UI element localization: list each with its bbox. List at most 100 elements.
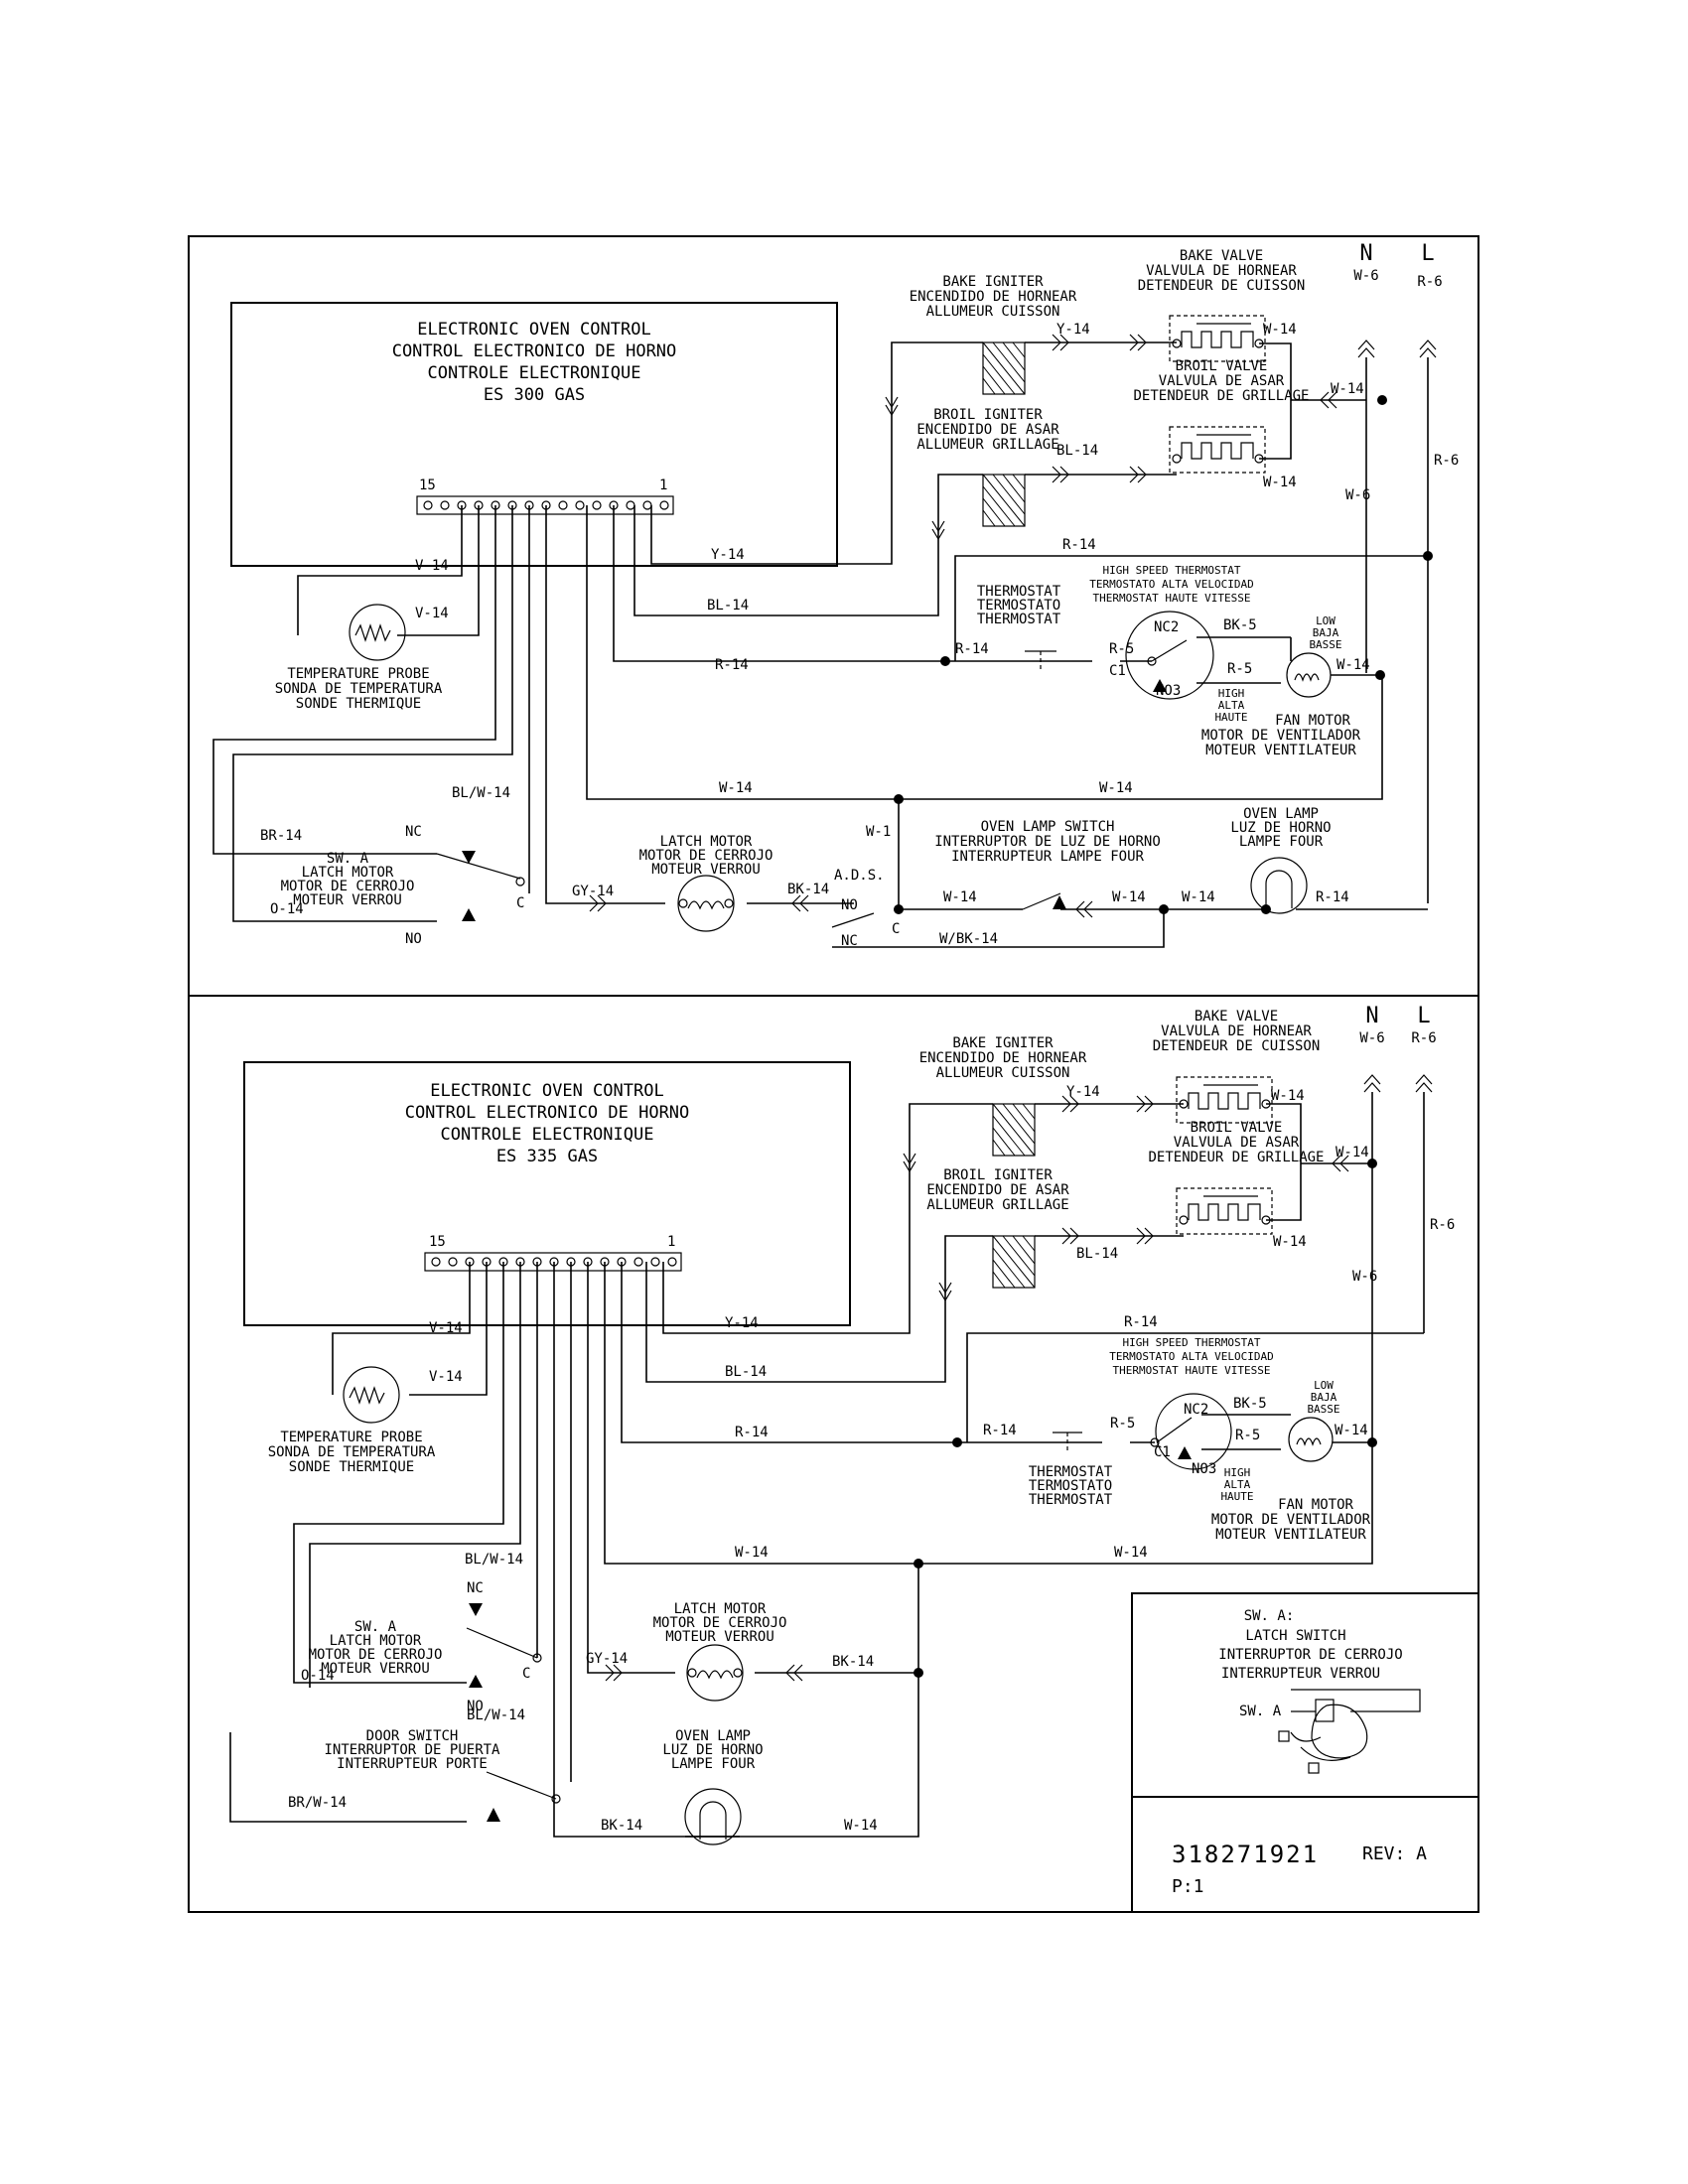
top-oven-lamp-label: OVEN LAMP [1243,806,1319,822]
svg-text:BAJA: BAJA [1311,1391,1337,1404]
svg-text:GY-14: GY-14 [572,884,614,899]
svg-text:W-6: W-6 [1345,487,1370,503]
svg-text:MOTEUR VENTILATEUR: MOTEUR VENTILATEUR [1215,1527,1366,1543]
svg-text:W-14: W-14 [1336,657,1370,673]
svg-text:ENCENDIDO DE HORNEAR: ENCENDIDO DE HORNEAR [919,1050,1087,1066]
top-control-title: ELECTRONIC OVEN CONTROL [417,320,650,340]
top-control-title-es: CONTROL ELECTRONICO DE HORNO [392,341,677,361]
svg-text:HAUTE: HAUTE [1220,1490,1253,1503]
latch-switch-drawing [1278,1689,1421,1774]
svg-text:BASSE: BASSE [1309,638,1341,651]
svg-text:NC2: NC2 [1154,619,1179,635]
part-number: 318271921 [1172,1841,1319,1868]
svg-text:R-14: R-14 [735,1425,769,1440]
bottom-power-connectors [1363,1074,1433,1093]
svg-text:BL/W-14: BL/W-14 [467,1707,525,1723]
svg-text:R-14: R-14 [983,1423,1017,1438]
svg-text:W-14: W-14 [1273,1234,1307,1250]
svg-text:V-14: V-14 [415,606,449,621]
bottom-hs-thermostat-label: HIGH SPEED THERMOSTAT [1122,1336,1260,1349]
svg-text:HAUTE: HAUTE [1214,711,1247,724]
svg-text:TERMOSTATO: TERMOSTATO [1029,1478,1112,1494]
svg-text:NC2: NC2 [1184,1402,1208,1418]
svg-text:Y-14: Y-14 [725,1315,759,1331]
svg-text:BK-14: BK-14 [601,1818,642,1834]
svg-text:BK-14: BK-14 [832,1654,874,1670]
svg-text:HIGH: HIGH [1218,687,1245,700]
svg-text:BK-14: BK-14 [787,882,829,897]
svg-text:VALVULA DE HORNEAR: VALVULA DE HORNEAR [1146,263,1297,279]
latch-switch-inset: SW. A: LATCH SWITCH INTERRUPTOR DE CERRO… [1131,1592,1479,1798]
svg-text:SONDA DE TEMPERATURA: SONDA DE TEMPERATURA [268,1444,436,1460]
svg-text:V-14: V-14 [429,1369,463,1385]
svg-text:ALLUMEUR CUISSON: ALLUMEUR CUISSON [926,304,1060,320]
revision: REV: A [1362,1843,1427,1864]
svg-text:MOTOR DE VENTILADOR: MOTOR DE VENTILADOR [1201,728,1361,744]
top-control-box [230,302,838,567]
svg-text:1: 1 [667,1234,675,1250]
svg-text:R-5: R-5 [1227,661,1252,677]
svg-text:ALTA: ALTA [1224,1478,1251,1491]
top-terminal-strip [416,495,674,515]
svg-text:W-14: W-14 [1336,1145,1369,1160]
inset-title: SW. A: [1244,1608,1295,1624]
svg-text:MOTOR DE CERROJO: MOTOR DE CERROJO [653,1615,787,1631]
svg-text:BL-14: BL-14 [1056,443,1098,459]
top-w6-label: W-6 [1353,268,1378,284]
bottom-bake-valve [1176,1076,1273,1124]
svg-text:W-14: W-14 [1271,1088,1305,1104]
svg-text:MOTEUR VERROU: MOTEUR VERROU [665,1629,774,1645]
svg-text:W-14: W-14 [719,780,753,796]
svg-text:THERMOSTAT HAUTE VITESSE: THERMOSTAT HAUTE VITESSE [1113,1364,1271,1377]
top-fan-motor-label: FAN MOTOR [1275,713,1350,729]
svg-text:R-14: R-14 [1124,1314,1158,1330]
svg-text:ENCENDIDO DE HORNEAR: ENCENDIDO DE HORNEAR [910,289,1077,305]
bottom-neutral-label: N [1365,1004,1378,1028]
top-power-connectors [1357,340,1437,358]
svg-text:NO3: NO3 [1192,1461,1216,1477]
svg-text:SONDA DE TEMPERATURA: SONDA DE TEMPERATURA [275,681,443,697]
svg-text:W-14: W-14 [1263,322,1297,338]
svg-text:O-14: O-14 [270,901,304,917]
svg-text:TERMOSTATO ALTA VELOCIDAD: TERMOSTATO ALTA VELOCIDAD [1109,1350,1274,1363]
bottom-fan-motor [1288,1417,1334,1462]
svg-text:W-6: W-6 [1352,1269,1377,1285]
top-temp-probe-label: TEMPERATURE PROBE [287,666,429,682]
page-number: P:1 [1172,1876,1204,1897]
svg-text:MOTOR DE VENTILADOR: MOTOR DE VENTILADOR [1211,1512,1371,1528]
svg-text:VALVULA DE ASAR: VALVULA DE ASAR [1159,373,1285,389]
top-broil-valve [1169,426,1266,474]
svg-text:INTERRUPTEUR PORTE: INTERRUPTEUR PORTE [337,1756,488,1772]
svg-text:C: C [522,1666,530,1682]
svg-text:W-14: W-14 [1114,1545,1148,1561]
svg-text:V-14: V-14 [429,1320,463,1336]
bottom-junctions [914,1159,1377,1678]
svg-text:W-1: W-1 [866,824,891,840]
svg-text:BL-14: BL-14 [725,1364,767,1380]
bottom-sw-a-label: SW. A [354,1619,397,1635]
svg-text:BL-14: BL-14 [1076,1246,1118,1262]
top-pin-15: 15 [419,478,436,493]
bottom-bake-valve-label: BAKE VALVE [1195,1009,1278,1024]
top-bake-igniter [982,341,1026,395]
svg-text:NO: NO [841,897,858,913]
svg-text:CONTROL ELECTRONICO DE HORNO: CONTROL ELECTRONICO DE HORNO [405,1103,690,1123]
bottom-control-title: ELECTRONIC OVEN CONTROL [430,1081,663,1101]
svg-text:NO: NO [467,1699,484,1714]
svg-text:INTERRUPTOR DE PUERTA: INTERRUPTOR DE PUERTA [324,1742,500,1758]
svg-text:W-14: W-14 [844,1818,878,1834]
top-hs-thermostat-label: HIGH SPEED THERMOSTAT [1102,564,1240,577]
svg-text:NO3: NO3 [1156,683,1181,699]
svg-text:MOTOR DE CERROJO: MOTOR DE CERROJO [639,848,774,864]
svg-text:W-14: W-14 [943,889,977,905]
svg-text:R-6: R-6 [1430,1217,1455,1233]
svg-text:W-14: W-14 [1182,889,1215,905]
svg-text:ALLUMEUR CUISSON: ALLUMEUR CUISSON [936,1065,1070,1081]
svg-text:VALVULA DE HORNEAR: VALVULA DE HORNEAR [1161,1024,1312,1039]
svg-text:R-5: R-5 [1109,641,1134,657]
svg-text:THERMOSTAT: THERMOSTAT [977,612,1061,627]
top-broil-valve-label: BROIL VALVE [1176,358,1268,374]
svg-text:NO: NO [405,931,422,947]
svg-text:GY-14: GY-14 [586,1651,628,1667]
bottom-broil-valve [1176,1187,1273,1235]
